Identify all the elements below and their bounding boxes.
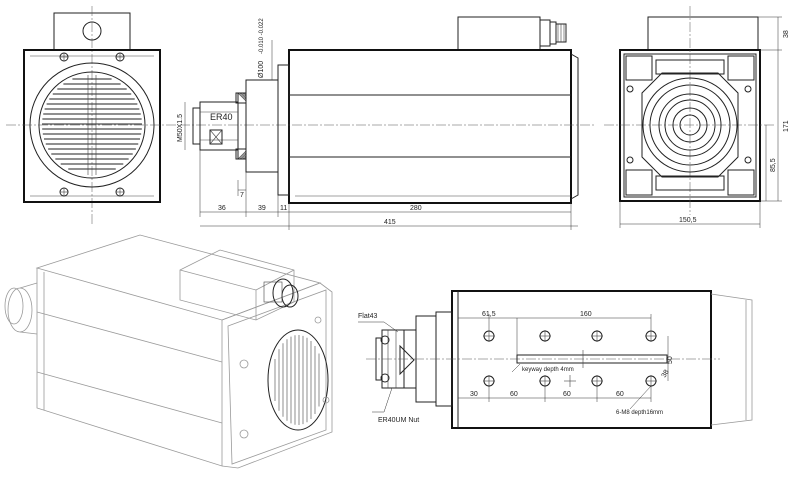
dim-171: 171	[783, 120, 790, 132]
dim-60-a: 60	[510, 391, 518, 398]
dim-39: 39	[258, 205, 266, 212]
bottom-view-bolt-holes	[483, 330, 657, 387]
dim-38: 38	[783, 30, 790, 38]
dim-7: 7	[240, 192, 244, 199]
dim-50: 50	[667, 356, 674, 364]
front-view-screw-holes	[59, 52, 125, 197]
dim-160: 160	[580, 311, 592, 318]
dim-280: 280	[410, 205, 422, 212]
dim-11: 11	[280, 205, 287, 212]
rear-view-octagon-flange	[641, 72, 739, 178]
label-holes: 6-M8 depth16mm	[616, 410, 663, 416]
label-flat43: Flat43	[358, 313, 378, 320]
dim-85-5: 85,5	[770, 158, 777, 172]
side-view-collet-nut	[199, 101, 239, 151]
label-phi100: Ø100	[258, 61, 265, 78]
rear-view-junction-box	[647, 16, 759, 51]
dim-60-b: 60	[563, 391, 571, 398]
side-view: 36 39 11 280 415 7 Ø100 -0.010 -0.022 M5…	[177, 16, 595, 230]
label-er40um-nut: ER40UM Nut	[378, 417, 419, 424]
dim-30: 30	[470, 391, 478, 398]
dim-38-b: 38	[661, 369, 671, 379]
label-keyway: keyway depth 4mm	[522, 367, 574, 373]
label-collet-er40: ER40	[210, 112, 233, 122]
front-view-fan-grille	[42, 75, 142, 175]
dim-415: 415	[384, 219, 396, 226]
dim-61-5: 61,5	[482, 311, 496, 318]
side-view-junction-box	[457, 16, 541, 51]
rear-view: 38 171 85,5 150,5	[604, 6, 790, 228]
bottom-view-keyway	[516, 354, 668, 364]
isometric-fan-grille	[274, 335, 320, 425]
front-view-housing	[23, 49, 161, 203]
dim-36: 36	[218, 205, 226, 212]
dim-60-c: 60	[616, 391, 624, 398]
side-view-front-flange	[245, 79, 279, 173]
label-phi100-tolerance: -0.010 -0.022	[259, 18, 265, 54]
front-end-view	[6, 6, 176, 226]
bottom-view: 61,5 160 30 60 60 60 50 38 keyway depth …	[358, 290, 753, 429]
side-view-motor-body	[288, 49, 572, 204]
dim-150-5: 150,5	[679, 217, 697, 224]
isometric-fan	[267, 329, 329, 431]
isometric-view	[4, 234, 333, 469]
label-thread: M50X1.5	[177, 114, 184, 142]
